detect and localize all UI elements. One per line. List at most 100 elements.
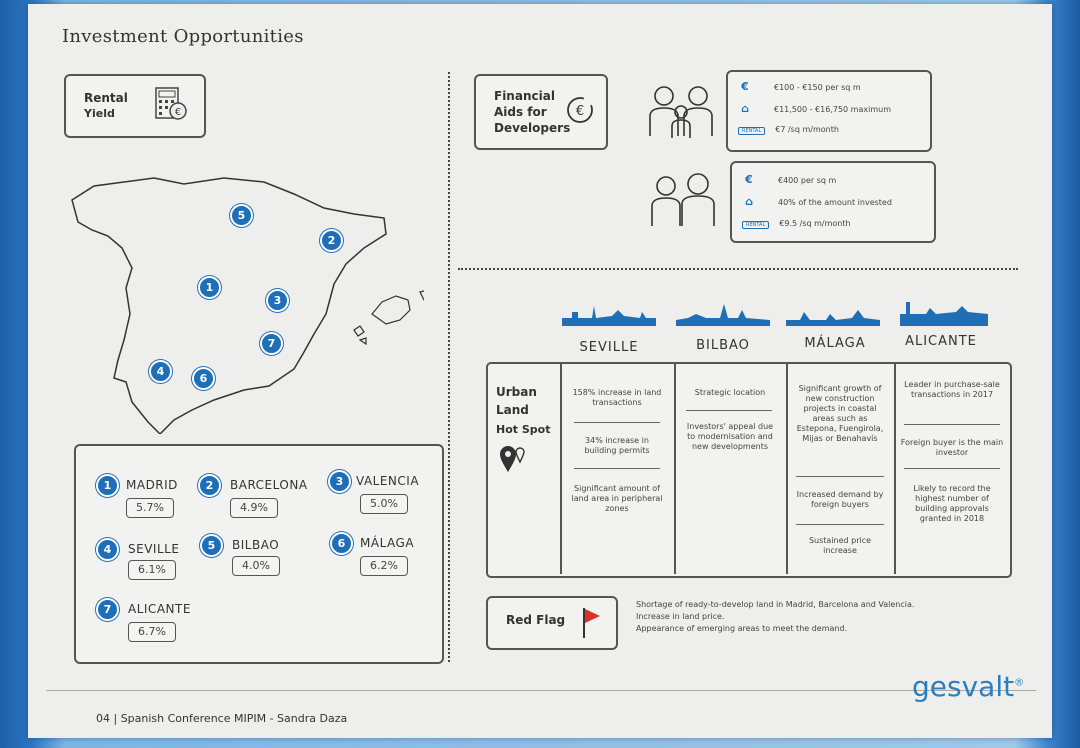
seville-skyline-icon xyxy=(562,306,656,326)
aid-family-price: €100 - €150 per sq m xyxy=(774,83,861,92)
map-marker-5[interactable]: 5 xyxy=(230,204,253,227)
map-marker-6[interactable]: 6 xyxy=(192,367,215,390)
footer-text: 04 | Spanish Conference MIPIM - Sandra D… xyxy=(96,712,348,725)
legend-num-3: 3 xyxy=(328,470,351,493)
spain-outline xyxy=(71,177,387,434)
financial-aids-line-1: Financial xyxy=(494,89,555,103)
legend-yield-alicante: 6.7% xyxy=(128,622,176,642)
map-marker-2[interactable]: 2 xyxy=(320,229,343,252)
legend-num-1: 1 xyxy=(96,474,119,497)
legend-num-7: 7 xyxy=(96,598,119,621)
rental-yield-box: Rental Yield € xyxy=(64,74,206,138)
brand-name: gesvalt xyxy=(912,670,1015,703)
map-marker-3[interactable]: 3 xyxy=(266,289,289,312)
column-alicante: ALICANTE xyxy=(905,334,977,349)
city-yield-legend: 1 MADRID 5.7% 2 BARCELONA 4.9% 3 VALENCI… xyxy=(74,444,444,664)
red-flag-note-2: Increase in land price. xyxy=(636,612,725,621)
malaga-cell-2: Increased demand by foreign buyers xyxy=(796,490,884,509)
bilbao-cell-2: Investors' appeal due to modernisation a… xyxy=(686,422,774,451)
divider xyxy=(574,422,660,423)
col-line-4 xyxy=(894,362,896,574)
balearic-islands xyxy=(371,295,411,325)
rental-yield-label-2: Yield xyxy=(84,107,115,120)
brand-logo: gesvalt® xyxy=(912,670,1024,703)
column-seville: SEVILLE xyxy=(579,340,639,355)
bilbao-skyline-icon xyxy=(676,304,770,326)
financial-aids-line-2: Aids for xyxy=(494,105,547,119)
divider xyxy=(904,424,1000,425)
urban-land-label-3: Hot Spot xyxy=(496,423,551,436)
menorca xyxy=(419,290,424,301)
horizontal-divider xyxy=(458,268,1018,270)
legend-num-4: 4 xyxy=(96,538,119,561)
vertical-divider xyxy=(448,72,450,662)
red-flag-box: Red Flag xyxy=(486,596,618,650)
seville-cell-2: 34% increase in building permits xyxy=(584,436,650,455)
alicante-cell-1: Leader in purchase-sale transactions in … xyxy=(904,380,1000,399)
financial-aids-line-3: Developers xyxy=(494,121,571,135)
aid-couple-price: €400 per sq m xyxy=(778,176,837,185)
aid-family-maximum: €11,500 - €16,750 maximum xyxy=(774,105,891,114)
red-flag-label: Red Flag xyxy=(506,613,566,627)
legend-yield-barcelona: 4.9% xyxy=(230,498,278,518)
legend-num-6: 6 xyxy=(330,532,353,555)
aid-couple-invested: 40% of the amount invested xyxy=(778,198,892,207)
euro-cycle-icon: € xyxy=(567,97,593,123)
euro-icon: € xyxy=(741,80,749,93)
malaga-cell-1: Significant growth of new construction p… xyxy=(796,384,884,443)
legend-yield-malaga: 6.2% xyxy=(360,556,408,576)
red-flag-icon xyxy=(583,608,600,638)
spain-map xyxy=(71,177,424,434)
financial-aids-box: Financial Aids for Developers € xyxy=(474,74,608,150)
map-marker-4[interactable]: 4 xyxy=(149,360,172,383)
alicante-cell-2: Foreign buyer is the main investor xyxy=(900,438,1004,457)
urban-land-label-2: Land xyxy=(496,403,529,417)
urban-land-table: Urban Land Hot Spot 158% increase in lan… xyxy=(486,362,1012,578)
house-icon: ⌂ xyxy=(745,195,753,208)
urban-land-label-1: Urban xyxy=(496,385,537,399)
col-line-3 xyxy=(786,362,788,574)
legend-city-alicante: ALICANTE xyxy=(128,602,191,616)
legend-yield-valencia: 5.0% xyxy=(360,494,408,514)
malaga-skyline-icon xyxy=(786,310,880,326)
divider xyxy=(796,524,884,525)
aid-family-rental: €7 /sq m/month xyxy=(775,125,839,134)
map-marker-1[interactable]: 1 xyxy=(198,276,221,299)
aid-couple-rental: €9.5 /sq m/month xyxy=(779,219,851,228)
footer-rule xyxy=(46,690,1036,691)
column-bilbao: BILBAO xyxy=(696,338,750,353)
col-line-2 xyxy=(674,362,676,574)
alicante-skyline-icon xyxy=(900,302,988,326)
legend-yield-bilbao: 4.0% xyxy=(232,556,280,576)
red-flag-note-3: Appearance of emerging areas to meet the… xyxy=(636,624,848,633)
legend-num-5: 5 xyxy=(200,534,223,557)
bilbao-cell-1: Strategic location xyxy=(694,388,766,397)
location-pin-icon xyxy=(500,446,525,472)
column-malaga: MÁLAGA xyxy=(804,336,866,351)
rental-yield-label-1: Rental xyxy=(84,91,128,105)
legend-yield-seville: 6.1% xyxy=(128,560,176,580)
slide: Investment Opportunities Rental Yield € … xyxy=(28,4,1052,738)
col-line-1 xyxy=(560,362,562,574)
page-title: Investment Opportunities xyxy=(62,26,304,47)
alicante-cell-3: Likely to record the highest number of b… xyxy=(913,484,991,523)
house-icon: ⌂ xyxy=(741,102,749,115)
red-flag-note-1: Shortage of ready-to-develop land in Mad… xyxy=(636,600,915,609)
aid-box-family: € €100 - €150 per sq m ⌂ €11,500 - €16,750… xyxy=(726,70,932,152)
svg-text:€: € xyxy=(175,107,181,118)
seville-cell-3: Significant amount of land area in perip… xyxy=(571,484,663,513)
legend-num-2: 2 xyxy=(198,474,221,497)
divider xyxy=(686,410,772,411)
legend-city-barcelona: BARCELONA xyxy=(230,478,308,492)
divider xyxy=(904,468,1000,469)
map-marker-7[interactable]: 7 xyxy=(260,332,283,355)
ibiza xyxy=(353,325,367,346)
euro-icon: € xyxy=(745,173,753,186)
svg-text:€: € xyxy=(576,104,584,119)
seville-cell-1: 158% increase in land transactions xyxy=(572,388,662,407)
legend-yield-madrid: 5.7% xyxy=(126,498,174,518)
rental-badge: RENTAL xyxy=(738,127,766,135)
brand-registered: ® xyxy=(1014,677,1025,689)
divider xyxy=(574,468,660,469)
legend-city-madrid: MADRID xyxy=(126,478,178,492)
